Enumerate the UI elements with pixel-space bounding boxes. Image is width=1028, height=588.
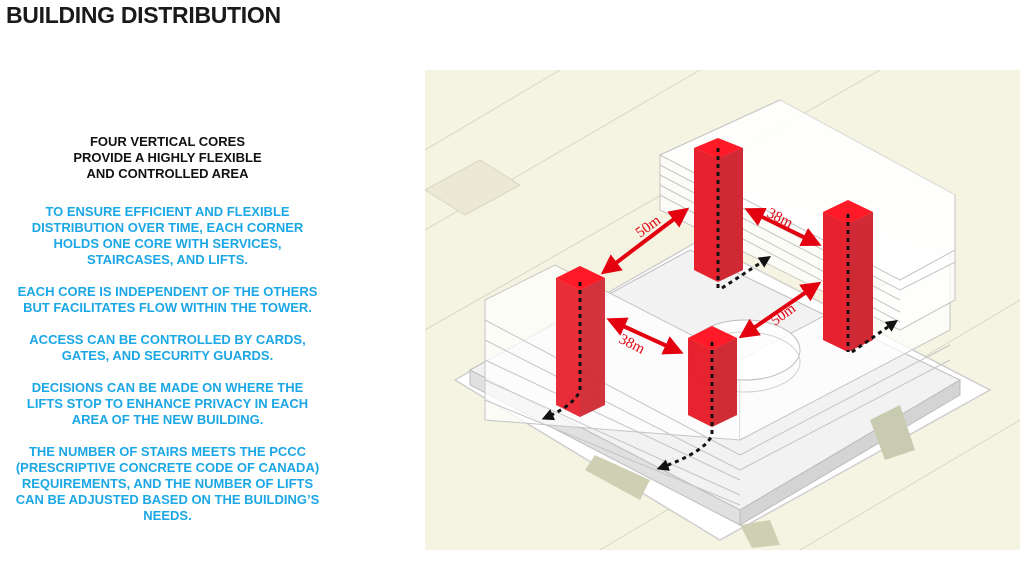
- paragraph-stairs: THE NUMBER OF STAIRS MEETS THE PCCC (PRE…: [0, 444, 335, 524]
- paragraph-line: CAN BE ADJUSTED BASED ON THE BUILDING’S: [15, 492, 320, 507]
- paragraph-line: (PRESCRIPTIVE CONCRETE CODE OF CANADA): [15, 460, 320, 475]
- paragraph-distribution: TO ENSURE EFFICIENT AND FLEXIBLE DISTRIB…: [0, 204, 335, 268]
- paragraph-line: REQUIREMENTS, AND THE NUMBER OF LIFTS: [21, 476, 314, 491]
- paragraph-line: DISTRIBUTION OVER TIME, EACH CORNER: [31, 220, 304, 235]
- paragraph-access: ACCESS CAN BE CONTROLLED BY CARDS, GATES…: [0, 332, 335, 364]
- paragraph-line: ACCESS CAN BE CONTROLLED BY CARDS,: [29, 332, 306, 347]
- paragraph-line: THE NUMBER OF STAIRS MEETS THE PCCC: [28, 444, 307, 459]
- paragraph-line: STAIRCASES, AND LIFTS.: [86, 252, 249, 267]
- headline: FOUR VERTICAL CORES PROVIDE A HIGHLY FLE…: [0, 134, 335, 182]
- egress-arrow-right: [851, 319, 898, 354]
- paragraph-line: TO ENSURE EFFICIENT AND FLEXIBLE: [45, 204, 290, 219]
- description-panel: FOUR VERTICAL CORES PROVIDE A HIGHLY FLE…: [0, 134, 335, 540]
- core-bottom: [656, 326, 737, 471]
- paragraph-line: EACH CORE IS INDEPENDENT OF THE OTHERS: [17, 284, 318, 299]
- headline-line: FOUR VERTICAL CORES: [89, 134, 246, 149]
- paragraph-line: HOLDS ONE CORE WITH SERVICES,: [53, 236, 282, 251]
- paragraph-line: NEEDS.: [143, 508, 192, 523]
- headline-line: PROVIDE A HIGHLY FLEXIBLE: [73, 150, 262, 165]
- core-left: [541, 266, 605, 421]
- paragraph-line: GATES, AND SECURITY GUARDS.: [61, 348, 274, 363]
- paragraph-line: BUT FACILITATES FLOW WITHIN THE TOWER.: [23, 300, 312, 315]
- dimension-arrow-top-left: [600, 207, 690, 275]
- building-isometric-diagram: 50m 38m 50m 38m: [425, 70, 1020, 550]
- paragraph-line: AREA OF THE NEW BUILDING.: [71, 412, 264, 427]
- egress-arrow-top: [721, 256, 772, 290]
- paragraph-line: LIFTS STOP TO ENHANCE PRIVACY IN EACH: [26, 396, 309, 411]
- dimension-arrow-bottom-right: [738, 281, 822, 339]
- core-top: [694, 138, 743, 288]
- page-title: BUILDING DISTRIBUTION: [6, 2, 281, 28]
- paragraph-line: DECISIONS CAN BE MADE ON WHERE THE: [31, 380, 304, 395]
- headline-line: AND CONTROLLED AREA: [86, 166, 249, 181]
- core-right: [823, 200, 873, 352]
- dimension-arrow-top-right: [744, 207, 822, 247]
- paragraph-lifts: DECISIONS CAN BE MADE ON WHERE THE LIFTS…: [0, 380, 335, 428]
- dimension-arrow-bottom-left: [606, 317, 684, 355]
- paragraph-independence: EACH CORE IS INDEPENDENT OF THE OTHERS B…: [0, 284, 335, 316]
